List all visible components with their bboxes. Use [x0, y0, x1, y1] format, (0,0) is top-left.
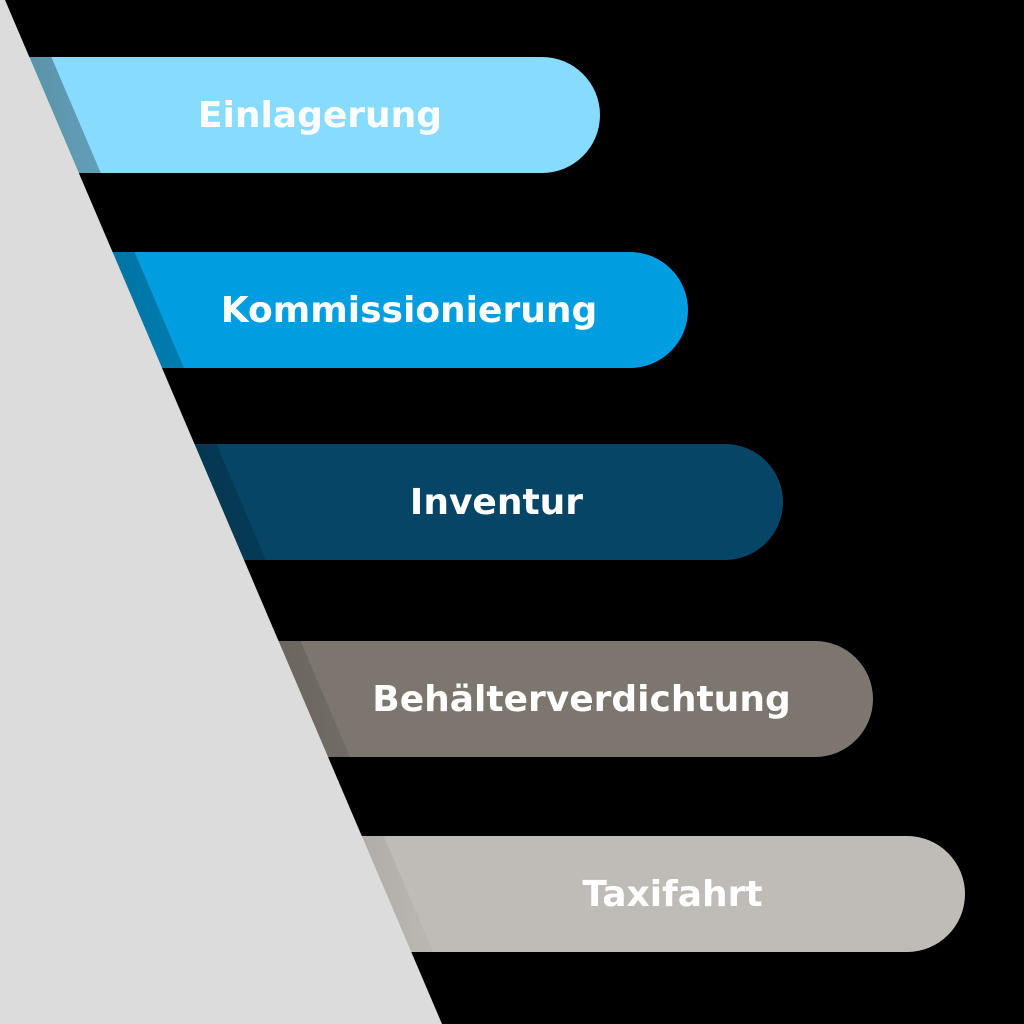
bar-label: Inventur	[409, 481, 584, 523]
bar-label: Taxifahrt	[582, 873, 763, 915]
bar-inventur: Inventur	[0, 444, 783, 560]
bar-behaelterverdichtung: Behälterverdichtung	[0, 641, 873, 757]
bar-kommissionierung: Kommissionierung	[0, 252, 688, 368]
bar-einlagerung: Einlagerung	[0, 57, 600, 173]
bar-taxifahrt: Taxifahrt	[0, 836, 965, 952]
bar-label: Kommissionierung	[220, 289, 598, 331]
bar-label: Einlagerung	[197, 94, 443, 136]
bar-label: Behälterverdichtung	[372, 678, 791, 720]
